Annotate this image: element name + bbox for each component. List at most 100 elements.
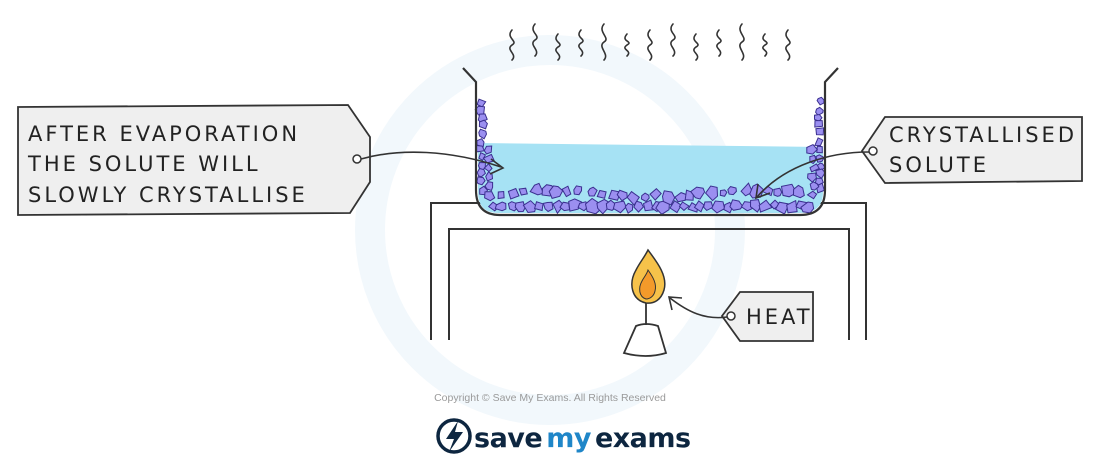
crystal (587, 186, 598, 197)
steam-wisp (532, 23, 538, 57)
crystal (484, 181, 494, 192)
crystal (809, 163, 821, 173)
brand-my: my (546, 423, 592, 454)
crystal (478, 128, 488, 140)
crystal (780, 183, 798, 198)
crystal (649, 188, 662, 201)
crystal (616, 189, 628, 202)
crystal (484, 191, 496, 202)
steam-wisp (509, 29, 515, 61)
crystal (816, 96, 825, 106)
crystal (518, 187, 528, 196)
label-heat-text: HEAT (746, 305, 813, 329)
crystal (786, 199, 798, 214)
crystal (704, 185, 719, 202)
flame-inner (639, 268, 656, 300)
bunsen-burner (622, 248, 668, 357)
label-tag-shape (860, 116, 1083, 184)
crystal (624, 202, 634, 214)
crystal (596, 189, 607, 199)
crystal (494, 201, 507, 212)
crystal (529, 182, 545, 196)
steam-wisp (670, 23, 676, 57)
crystal (642, 199, 654, 212)
solution (478, 143, 823, 213)
steam-wisp (739, 23, 745, 61)
steam-wisp (762, 33, 768, 57)
crystal (792, 184, 805, 199)
arrowhead (489, 158, 505, 175)
label-evaporation-line-1: AFTER EVAPORATION (28, 122, 300, 146)
crystal (678, 201, 690, 212)
stand-inner-frame (448, 228, 850, 340)
label-heat-pointer (669, 297, 728, 319)
label-crystallised-line-2: SOLUTE (889, 153, 989, 177)
crystal (816, 145, 823, 154)
label-crystallised-pointer (756, 151, 870, 198)
crystal (514, 201, 526, 213)
crystal (806, 190, 818, 200)
crystal (507, 187, 520, 200)
brand-exams: exams (595, 423, 691, 454)
label-evaporation-pointer (360, 151, 502, 168)
lightning-icon (436, 418, 472, 454)
label-crystallised-line-1: CRYSTALLISED (889, 123, 1077, 147)
steam-wisp (578, 29, 584, 57)
crystal (478, 119, 488, 130)
brand-save: save (474, 423, 542, 454)
crystal (552, 199, 565, 215)
steam-wisps (509, 23, 791, 61)
crystal (814, 137, 824, 147)
crystal (740, 182, 754, 197)
crystal (661, 190, 676, 206)
crystal (612, 200, 627, 214)
crystal (689, 186, 706, 200)
crystal (640, 192, 650, 203)
copyright-notice: Copyright © Save My Exams. All Rights Re… (434, 392, 666, 404)
arrowhead (755, 183, 771, 200)
crystal (711, 200, 726, 214)
label-tag-shape (17, 104, 371, 216)
crystal (497, 190, 505, 200)
crystal (542, 201, 554, 213)
label-tag-hole (868, 146, 878, 156)
crystal (727, 186, 737, 196)
crystal (809, 181, 820, 191)
crystal (482, 153, 495, 164)
crystal (749, 199, 762, 213)
steam-wisp (647, 29, 653, 61)
label-after-evaporation: AFTER EVAPORATION THE SOLUTE WILL SLOWLY… (17, 104, 505, 216)
crystal (815, 127, 825, 136)
steam-wisp (693, 33, 699, 61)
crystal (626, 190, 640, 206)
label-evaporation-line-3: SLOWLY CRYSTALLISE (28, 183, 308, 207)
crystal (669, 199, 682, 214)
label-tag-hole (352, 154, 362, 164)
label-tag-hole (726, 311, 736, 321)
crystal (483, 145, 493, 155)
crystal (807, 172, 817, 183)
steam-wisp (624, 33, 630, 57)
arrowhead (667, 296, 683, 311)
crystal (561, 185, 572, 198)
steam-wisp (555, 33, 561, 61)
crystal (814, 120, 824, 128)
crystal (758, 199, 773, 213)
label-heat: HEAT (667, 291, 814, 342)
steam-wisp (785, 29, 791, 61)
basin-outline (462, 67, 839, 217)
crystal (719, 189, 728, 197)
crystal (476, 167, 486, 178)
crystal (533, 201, 544, 212)
crystal (573, 185, 583, 196)
crystal (548, 185, 564, 199)
crystal (476, 176, 486, 186)
burner-base (622, 323, 668, 357)
crystal (773, 187, 783, 197)
label-tag-shape (720, 291, 814, 342)
crystal (806, 143, 818, 155)
label-evaporation-line-2: THE SOLUTE WILL (27, 152, 261, 176)
